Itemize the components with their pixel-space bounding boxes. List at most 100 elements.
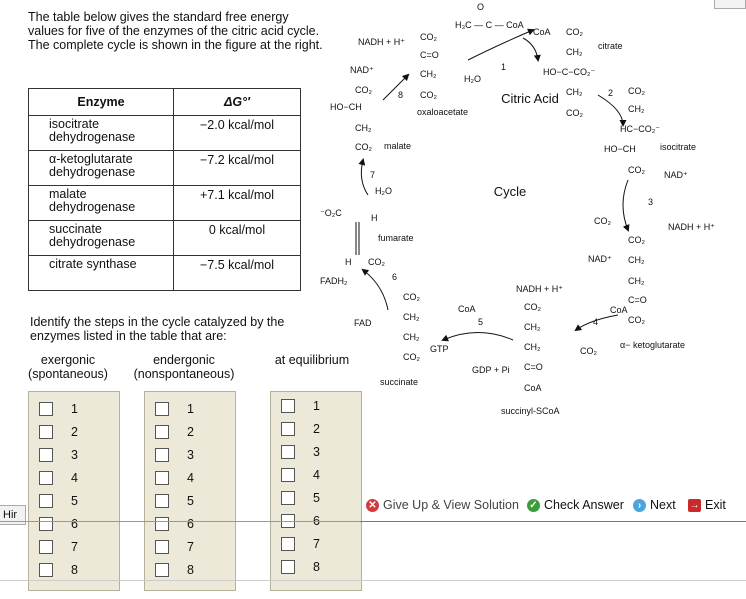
enzyme-name: succinate dehydrogenase bbox=[28, 220, 174, 256]
delta-g-value: −7.5 kcal/mol bbox=[173, 255, 301, 291]
checkbox[interactable] bbox=[155, 494, 169, 508]
endergonic-option-7[interactable]: 7 bbox=[155, 538, 194, 556]
table-row: succinate dehydrogenase 0 kcal/mol bbox=[28, 220, 301, 256]
endergonic-heading: endergonic(nonspontaneous) bbox=[133, 353, 235, 381]
label-nad: NAD⁺ bbox=[350, 65, 374, 75]
checkbox[interactable] bbox=[155, 448, 169, 462]
endergonic-option-1[interactable]: 1 bbox=[155, 400, 194, 418]
delta-g-value: −2.0 kcal/mol bbox=[173, 115, 301, 151]
succinyl-thioester: C=O bbox=[524, 362, 543, 372]
oxaloacetate-label: oxaloacetate bbox=[417, 107, 468, 117]
delta-g-value: 0 kcal/mol bbox=[173, 220, 301, 256]
label-nadh-h: NADH + H⁺ bbox=[358, 37, 405, 47]
exit-button[interactable]: → Exit bbox=[688, 498, 726, 512]
checkbox[interactable] bbox=[281, 445, 295, 459]
checkbox[interactable] bbox=[39, 425, 53, 439]
endergonic-option-5[interactable]: 5 bbox=[155, 492, 194, 510]
label-co2: CO₂ bbox=[628, 165, 646, 175]
exergonic-option-4[interactable]: 4 bbox=[39, 469, 78, 487]
exergonic-option-1[interactable]: 1 bbox=[39, 400, 78, 418]
checkbox[interactable] bbox=[155, 563, 169, 577]
next-button[interactable]: › Next bbox=[633, 498, 676, 512]
checkbox[interactable] bbox=[155, 540, 169, 554]
citrate-center: HO−C−CO₂⁻ bbox=[543, 67, 596, 77]
exergonic-option-8[interactable]: 8 bbox=[39, 561, 78, 579]
label-co2: CO₂ bbox=[403, 292, 421, 302]
label-co2: CO₂ bbox=[524, 302, 542, 312]
give-up-button[interactable]: ✕ Give Up & View Solution bbox=[366, 498, 519, 512]
akg-keto: C=O bbox=[628, 295, 647, 305]
checkbox[interactable] bbox=[39, 448, 53, 462]
label-co2: CO₂ bbox=[420, 90, 438, 100]
exergonic-option-2[interactable]: 2 bbox=[39, 423, 78, 441]
checkbox[interactable] bbox=[281, 468, 295, 482]
checkbox[interactable] bbox=[281, 537, 295, 551]
equilibrium-option-2[interactable]: 2 bbox=[281, 420, 320, 438]
table-row: malate dehydrogenase +7.1 kcal/mol bbox=[28, 185, 301, 221]
check-answer-button[interactable]: ✓ Check Answer bbox=[527, 498, 624, 512]
checkbox[interactable] bbox=[155, 471, 169, 485]
checkbox[interactable] bbox=[39, 402, 53, 416]
label-co2: CO₂ bbox=[594, 216, 612, 226]
delta-g-value: +7.1 kcal/mol bbox=[173, 185, 301, 221]
question-text: Identify the steps in the cycle catalyze… bbox=[30, 315, 285, 343]
table-row: α-ketoglutarate dehydrogenase −7.2 kcal/… bbox=[28, 150, 301, 186]
checkbox[interactable] bbox=[39, 563, 53, 577]
label-fadh2: FADH₂ bbox=[320, 276, 348, 286]
label-nadh-h: NADH + H⁺ bbox=[668, 222, 715, 232]
checkbox[interactable] bbox=[281, 560, 295, 574]
step-7-label: 7 bbox=[370, 170, 375, 180]
endergonic-option-4[interactable]: 4 bbox=[155, 469, 194, 487]
step-8-label: 8 bbox=[398, 90, 403, 100]
endergonic-option-2[interactable]: 2 bbox=[155, 423, 194, 441]
endergonic-option-6[interactable]: 6 bbox=[155, 515, 194, 533]
label-nad: NAD⁺ bbox=[664, 170, 688, 180]
equilibrium-option-4[interactable]: 4 bbox=[281, 466, 320, 484]
checkbox[interactable] bbox=[39, 540, 53, 554]
equilibrium-option-7[interactable]: 7 bbox=[281, 535, 320, 553]
checkbox[interactable] bbox=[281, 422, 295, 436]
label-co2: CO₂ bbox=[420, 32, 438, 42]
checkbox[interactable] bbox=[281, 491, 295, 505]
acetyl-coa-label: H₃C — C — CoA bbox=[455, 20, 524, 30]
endergonic-option-8[interactable]: 8 bbox=[155, 561, 194, 579]
exergonic-option-3[interactable]: 3 bbox=[39, 446, 78, 464]
oxaloacetate-keto: C=O bbox=[420, 50, 439, 60]
exergonic-option-6[interactable]: 6 bbox=[39, 515, 78, 533]
step-6-label: 6 bbox=[392, 272, 397, 282]
equilibrium-option-8[interactable]: 8 bbox=[281, 558, 320, 576]
label-nad: NAD⁺ bbox=[588, 254, 612, 264]
label-co2: CO₂ bbox=[355, 142, 373, 152]
exergonic-option-7[interactable]: 7 bbox=[39, 538, 78, 556]
equilibrium-option-5[interactable]: 5 bbox=[281, 489, 320, 507]
endergonic-option-3[interactable]: 3 bbox=[155, 446, 194, 464]
checkbox[interactable] bbox=[155, 517, 169, 531]
label-co2: CO₂ bbox=[566, 27, 584, 37]
checkbox[interactable] bbox=[281, 399, 295, 413]
exergonic-option-5[interactable]: 5 bbox=[39, 492, 78, 510]
checkbox[interactable] bbox=[155, 402, 169, 416]
checkbox[interactable] bbox=[39, 494, 53, 508]
checkbox[interactable] bbox=[39, 471, 53, 485]
corner-tab[interactable] bbox=[714, 0, 746, 9]
exergonic-heading: exergonic(spontaneous) bbox=[28, 353, 108, 381]
label-fad: FAD bbox=[354, 318, 372, 328]
endergonic-checkbox-group: 1 2 3 4 5 6 7 8 bbox=[144, 391, 236, 591]
fumarate-carboxyl: ⁻O₂C bbox=[320, 208, 342, 218]
hint-tab[interactable]: Hir bbox=[0, 505, 26, 525]
malate-ch2: CH₂ bbox=[355, 123, 372, 133]
delta-g-value: −7.2 kcal/mol bbox=[173, 150, 301, 186]
succinate-ch2: CH₂ bbox=[403, 312, 420, 322]
label-nadh-h: NADH + H⁺ bbox=[516, 284, 563, 294]
label-co2: CO₂ bbox=[628, 315, 646, 325]
equilibrium-heading: at equilibrium bbox=[274, 353, 350, 367]
equilibrium-option-3[interactable]: 3 bbox=[281, 443, 320, 461]
label-coa: CoA bbox=[458, 304, 476, 314]
cycle-title-line1: Citric Acid bbox=[501, 91, 559, 106]
label-co2: CO₂ bbox=[628, 235, 646, 245]
checkbox[interactable] bbox=[155, 425, 169, 439]
equilibrium-option-1[interactable]: 1 bbox=[281, 397, 320, 415]
checkmark-icon: ✓ bbox=[527, 498, 540, 512]
checkbox[interactable] bbox=[39, 517, 53, 531]
label-h2o: H₂O bbox=[464, 74, 481, 84]
